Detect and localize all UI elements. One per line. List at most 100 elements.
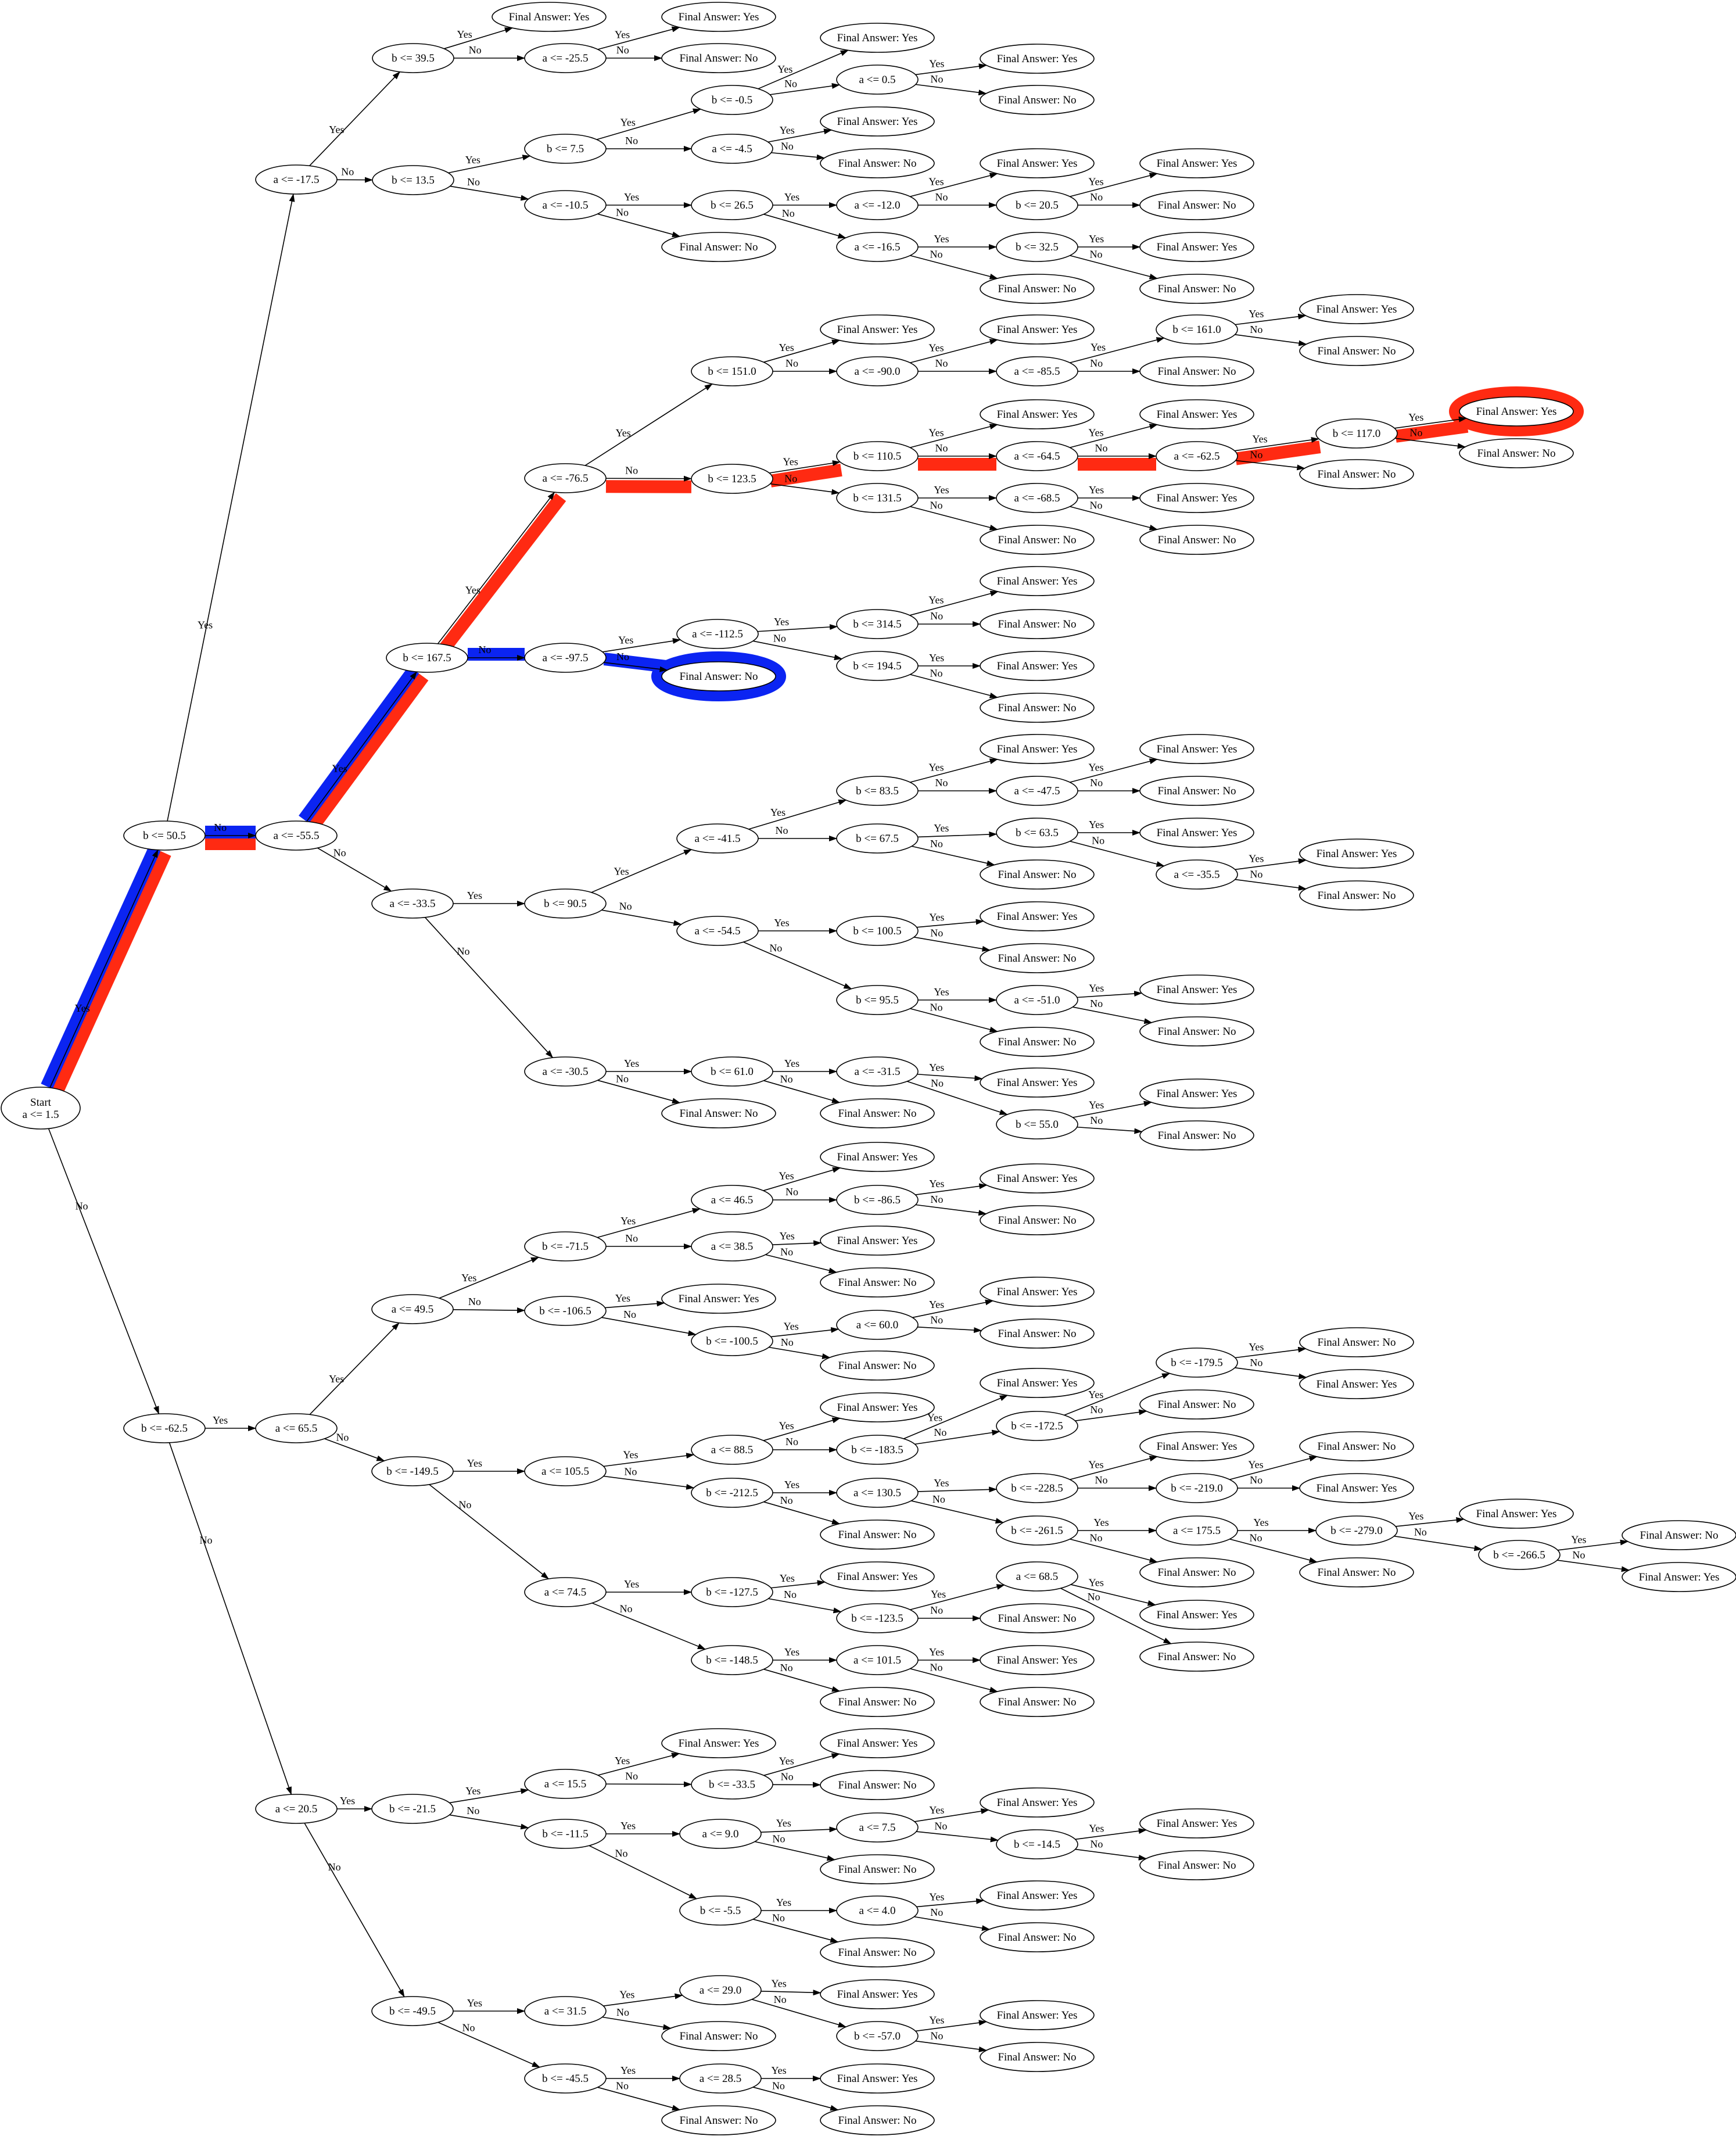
leaf-node: Final Answer: No: [661, 43, 776, 73]
node-label: b <= 90.5: [544, 898, 587, 910]
edge-n171-n173: [1075, 1848, 1147, 1861]
node-ellipse: [836, 1056, 919, 1087]
node-ellipse: [1299, 294, 1414, 324]
edge-label-yes: Yes: [784, 191, 799, 203]
node-ellipse: [492, 2, 607, 32]
node-label: a <= 130.5: [853, 1487, 901, 1499]
node-ellipse: [980, 399, 1095, 429]
highlight-segment-path_red-8: [1235, 440, 1321, 465]
edge-label-no: No: [935, 442, 948, 454]
node-label: b <= -148.5: [706, 1654, 758, 1666]
node-ellipse: [1139, 1016, 1254, 1047]
edge-n43-n53: [770, 483, 840, 495]
node-label: a <= -54.5: [695, 925, 741, 937]
edge-label-yes: Yes: [619, 1989, 634, 2001]
node-ellipse: [371, 1456, 454, 1486]
edge-label-no: No: [1250, 1474, 1262, 1486]
leaf-node: Final Answer: Yes: [1139, 1808, 1254, 1838]
edge-n147-n155: [591, 1603, 706, 1650]
edge-n115-n116: [912, 1299, 993, 1318]
node-ellipse: [820, 1392, 935, 1422]
edge-label-no: No: [1090, 1838, 1103, 1850]
node-label: a <= -97.5: [543, 652, 589, 664]
node-label: Final Answer: Yes: [1157, 1088, 1238, 1100]
edge-label-no: No: [625, 135, 638, 146]
edge-n83-n85: [914, 937, 991, 952]
node-ellipse: [836, 1478, 919, 1508]
node-label: Final Answer: Yes: [1157, 241, 1238, 253]
edge-label-yes: Yes: [1088, 427, 1103, 438]
node-label: b <= 39.5: [392, 52, 435, 64]
leaf-node: Final Answer: Yes: [980, 901, 1095, 931]
node-ellipse: [524, 1056, 607, 1087]
edge-label-no: No: [785, 357, 798, 369]
decision-node: a <= -112.5: [676, 619, 759, 649]
edge-label-yes: Yes: [783, 456, 798, 467]
edge-label-yes: Yes: [784, 1479, 799, 1490]
leaf-node: Final Answer: Yes: [1622, 1562, 1736, 1592]
node-ellipse: [255, 164, 338, 195]
decision-node: b <= 63.5: [996, 818, 1078, 848]
leaf-node: Final Answer: Yes: [1299, 838, 1414, 869]
node-ellipse: [1156, 1515, 1238, 1546]
node-ellipse: [836, 2021, 919, 2051]
edge-n101-n102: [309, 1322, 400, 1415]
node-label: b <= 100.5: [853, 925, 901, 937]
edge-label-no: No: [328, 1861, 341, 1873]
edge-n141-n142: [1558, 1539, 1629, 1551]
edge-label-yes: Yes: [1249, 853, 1264, 865]
node-ellipse: [691, 134, 773, 164]
node-ellipse: [1139, 734, 1254, 764]
edge-n102-n103: [439, 1257, 539, 1299]
decision-node: a <= -25.5: [524, 43, 607, 73]
decision-node: a <= 29.0: [679, 1975, 762, 2005]
edge-label-yes: Yes: [1089, 233, 1104, 245]
edge-label-no: No: [930, 1002, 943, 1013]
edge-label-no: No: [772, 1833, 785, 1845]
edge-label-no: No: [615, 1848, 627, 1859]
edge-label-yes: Yes: [1252, 433, 1267, 445]
node-label: Final Answer: No: [998, 869, 1076, 881]
decision-node: b <= -57.0: [836, 2021, 919, 2051]
node-label: Final Answer: Yes: [997, 1890, 1078, 1902]
edge-label-yes: Yes: [213, 1414, 228, 1426]
leaf-node: Final Answer: Yes: [1139, 818, 1254, 848]
edge-label-yes: Yes: [928, 342, 944, 353]
node-ellipse: [820, 1979, 935, 2009]
node-label: Final Answer: No: [838, 1863, 916, 1876]
edge-label-no: No: [772, 2080, 785, 2092]
leaf-node: Final Answer: No: [661, 2021, 776, 2051]
edge-label-yes: Yes: [1089, 484, 1104, 496]
node-ellipse: [820, 1350, 935, 1381]
node-ellipse: [123, 820, 206, 851]
leaf-node: Final Answer: No: [980, 85, 1095, 115]
decision-node: a <= -47.5: [996, 776, 1078, 806]
decision-node: b <= 194.5: [836, 651, 919, 681]
edge-label-yes: Yes: [928, 175, 944, 187]
node-label: Final Answer: No: [1317, 1440, 1396, 1453]
edge-n78-n79: [1235, 858, 1307, 870]
decision-node: b <= -14.5: [996, 1829, 1078, 1859]
decision-node: b <= 55.0: [996, 1109, 1078, 1139]
edge-n160-n180: [304, 1823, 405, 1998]
node-label: b <= 117.0: [1333, 428, 1380, 440]
node-label: Final Answer: No: [838, 157, 916, 170]
leaf-node: Final Answer: No: [820, 148, 935, 178]
edge-n181-n187: [602, 2016, 672, 2030]
edge-n76-n78: [1070, 841, 1165, 867]
node-label: Final Answer: Yes: [837, 1988, 918, 2001]
node-label: Final Answer: No: [1157, 1567, 1236, 1579]
node-ellipse: [524, 643, 607, 673]
node-ellipse: [1139, 274, 1254, 304]
node-ellipse: [980, 859, 1095, 890]
edge-label-no: No: [784, 472, 797, 484]
edge-n126-n128: [1235, 1367, 1307, 1379]
edge-label-yes: Yes: [1093, 1517, 1109, 1528]
edge-label-yes: Yes: [329, 124, 344, 135]
edge-label-no: No: [774, 1994, 787, 2005]
node-ellipse: [661, 1284, 776, 1314]
edge-n151-n153: [1060, 1587, 1172, 1644]
edge-label-yes: Yes: [75, 1002, 90, 1014]
node-ellipse: [836, 1435, 919, 1465]
edge-n0-n1: [49, 849, 159, 1088]
